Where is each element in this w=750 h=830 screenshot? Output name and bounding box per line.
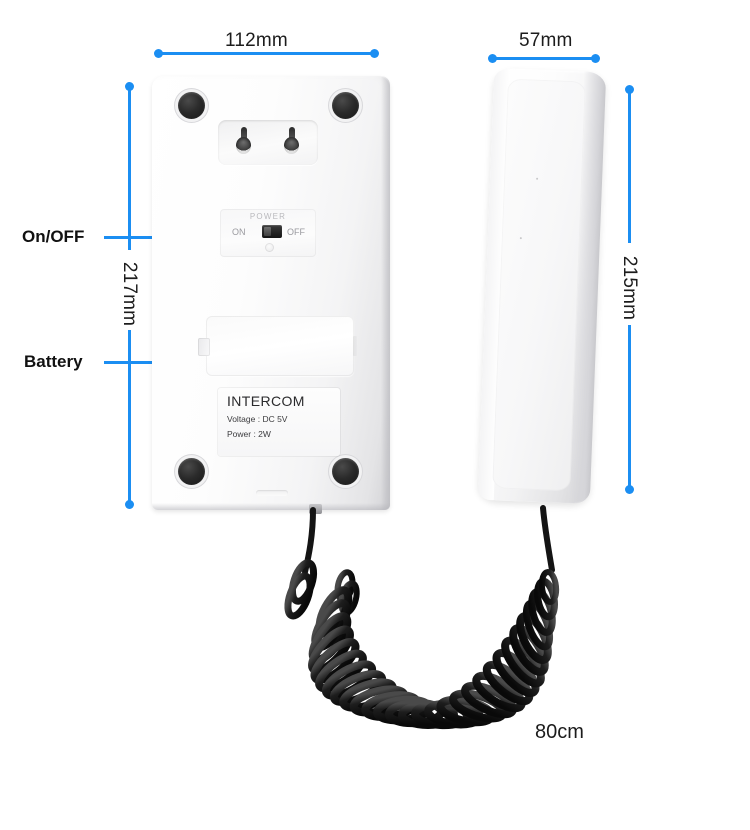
callout-label-battery: Battery	[24, 352, 83, 371]
handset-back-face	[492, 78, 586, 492]
dimension-endpoint-dot	[154, 49, 163, 58]
rubber-foot-bottom-right	[332, 458, 359, 485]
cord-lead-base	[302, 507, 316, 575]
dimension-label-base-width: 112mm	[225, 30, 288, 51]
dimension-line-handset-width	[492, 57, 595, 60]
dimension-line-base-height-upper	[128, 85, 131, 250]
dimension-endpoint-dot	[625, 85, 634, 94]
spec-label-title: INTERCOM	[227, 393, 305, 409]
rubber-foot-bottom-left	[178, 458, 205, 485]
base-unit-bottom-notch	[256, 490, 288, 496]
cord-lead-handset	[540, 505, 555, 573]
battery-cover-notch	[353, 336, 357, 356]
base-unit-bottom-edge	[152, 503, 390, 510]
handset-unit	[477, 68, 628, 510]
cord-length-label: 80cm	[535, 721, 584, 743]
dimension-line-base-width	[158, 52, 374, 55]
handset-surface-speck	[519, 237, 522, 240]
battery-cover-release-tab	[198, 338, 210, 356]
rubber-foot-top-right	[332, 92, 359, 119]
base-unit-right-edge	[381, 76, 390, 510]
keyhole-slot-hole	[236, 137, 251, 154]
dimension-endpoint-dot	[488, 54, 497, 63]
power-switch-title: POWER	[249, 212, 287, 221]
dimension-line-handset-height-lower	[628, 325, 631, 490]
keyhole-slot-right	[284, 127, 299, 157]
spec-label-voltage: Voltage : DC 5V	[227, 414, 288, 424]
dimension-label-base-height: 217mm	[119, 261, 140, 327]
keyhole-slot-neck	[240, 127, 247, 142]
power-switch-area: POWER ON OFF	[220, 209, 316, 257]
power-switch-slider[interactable]	[262, 225, 282, 238]
handset-surface-speck	[536, 177, 539, 180]
power-switch-knob	[264, 227, 271, 236]
cord-strain-relief	[309, 504, 322, 514]
rubber-foot-top-left	[178, 92, 205, 119]
power-switch-on-label: ON	[232, 227, 246, 237]
dimension-endpoint-dot	[625, 485, 634, 494]
wall-mount-plate	[218, 120, 318, 165]
power-switch-screw	[265, 243, 274, 252]
cord-coil-rings	[284, 559, 560, 730]
product-spec-label: INTERCOM Voltage : DC 5V Power : 2W	[218, 388, 340, 456]
dimension-endpoint-dot	[125, 500, 134, 509]
spec-label-power: Power : 2W	[227, 429, 271, 439]
dimension-label-handset-width: 57mm	[519, 30, 573, 51]
callout-label-on-off: On/OFF	[22, 227, 85, 246]
power-switch-off-label: OFF	[287, 227, 305, 237]
keyhole-slot-left	[236, 127, 251, 157]
keyhole-slot-neck	[288, 127, 295, 142]
base-unit-rear-view: POWER ON OFF INTERCOM Voltage : DC 5V Po…	[152, 76, 390, 514]
handset-body	[477, 68, 607, 504]
keyhole-slot-hole	[284, 137, 299, 154]
battery-compartment-cover	[198, 316, 357, 376]
dimension-endpoint-dot	[591, 54, 600, 63]
dimension-endpoint-dot	[125, 82, 134, 91]
dimension-endpoint-dot	[370, 49, 379, 58]
dimension-line-base-height-lower	[128, 330, 131, 505]
dimension-line-handset-height-upper	[628, 88, 631, 243]
